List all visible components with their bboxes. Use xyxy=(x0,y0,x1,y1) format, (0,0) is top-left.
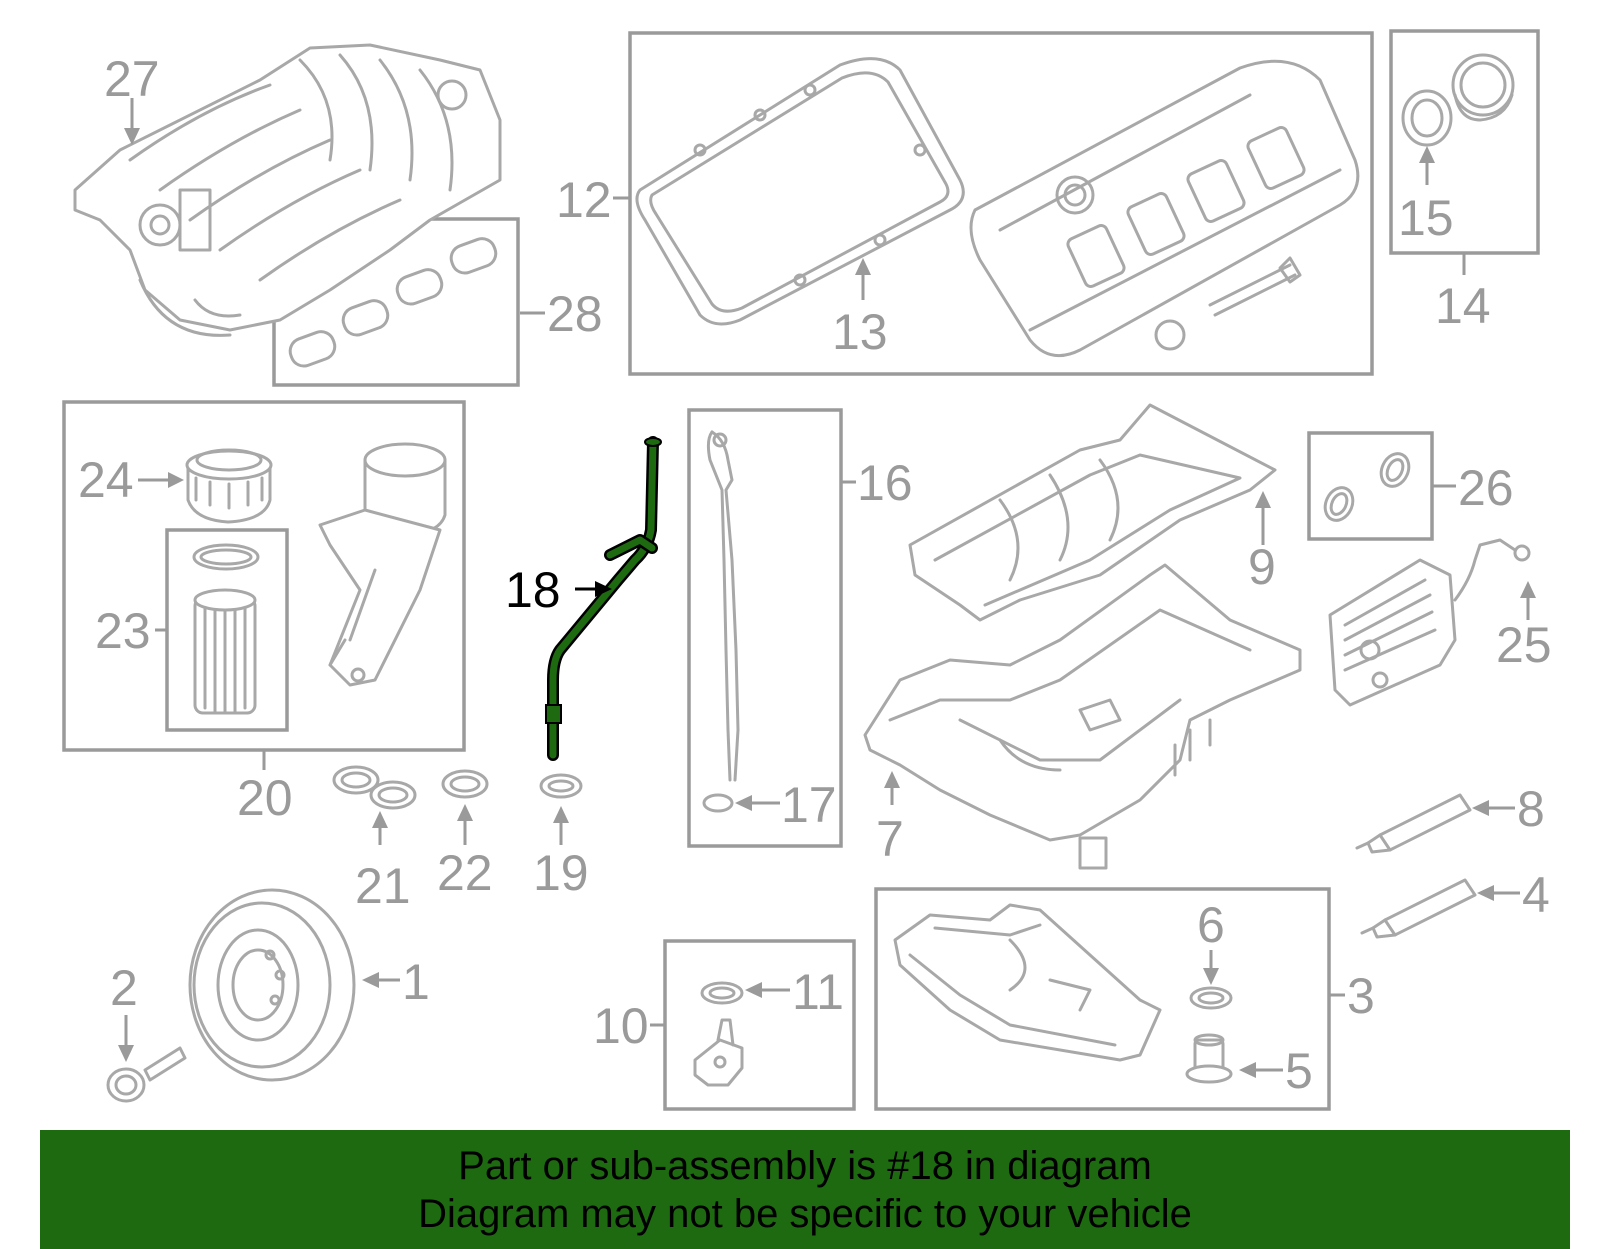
callout-9: 9 xyxy=(1248,539,1276,595)
oil-filter-cap-part xyxy=(185,448,273,524)
callout-1: 1 xyxy=(402,954,430,1010)
group-box-26 xyxy=(1307,431,1434,541)
dipstick-tube-seal-part xyxy=(539,773,583,799)
callout-3: 3 xyxy=(1347,968,1375,1024)
balancer-bolt-part xyxy=(106,1046,187,1103)
callout-12: 12 xyxy=(556,172,612,228)
callout-7: 7 xyxy=(876,811,904,867)
callout-20: 20 xyxy=(237,770,293,826)
intake-manifold-part xyxy=(73,43,502,337)
oil-level-sensor-part xyxy=(693,1018,744,1087)
callout-6: 6 xyxy=(1197,897,1225,953)
banner-line-disclaimer: Diagram may not be specific to your vehi… xyxy=(418,1191,1192,1236)
group-box-16 xyxy=(687,408,843,848)
callout-8: 8 xyxy=(1517,781,1545,837)
valve-cover-part xyxy=(969,59,1360,358)
valve-cover-gasket-part xyxy=(635,57,965,326)
callout-26: 26 xyxy=(1458,460,1514,516)
dipstick-part xyxy=(706,430,740,782)
callout-22: 22 xyxy=(437,845,493,901)
leader-lines xyxy=(118,98,1536,1078)
callout-14: 14 xyxy=(1435,278,1491,334)
dipstick-seal-part xyxy=(702,793,734,813)
intake-gasket-set-part xyxy=(288,237,498,368)
oil-level-sensor-seal-part xyxy=(700,981,744,1005)
exploded-parts-diagram: 27 28 12 13 15 14 24 23 20 21 22 19 18 1… xyxy=(62,29,1552,1111)
callout-24: 24 xyxy=(78,452,134,508)
callout-2: 2 xyxy=(110,960,138,1016)
group-box-23 xyxy=(165,528,289,732)
callout-18-highlighted: 18 xyxy=(505,562,561,618)
callout-13: 13 xyxy=(832,304,888,360)
callout-15: 15 xyxy=(1398,190,1454,246)
harmonic-balancer-part xyxy=(188,888,356,1082)
callout-17: 17 xyxy=(781,777,837,833)
drain-plug-washer-part xyxy=(1189,986,1233,1010)
callout-25: 25 xyxy=(1496,617,1552,673)
sealant-tube-8-part xyxy=(1355,793,1472,854)
callout-27: 27 xyxy=(104,51,160,107)
callout-4: 4 xyxy=(1522,867,1550,923)
lower-oil-pan-part xyxy=(893,903,1162,1062)
callout-16: 16 xyxy=(857,455,913,511)
oil-filter-housing-part xyxy=(318,442,447,687)
dipstick-tube-part-highlighted xyxy=(545,436,662,761)
callout-21: 21 xyxy=(355,858,411,914)
callout-28: 28 xyxy=(547,286,603,342)
oil-filler-cap-part xyxy=(1451,53,1515,122)
oil-filter-element-part xyxy=(192,543,260,715)
seal-pair-part xyxy=(332,765,417,810)
callout-5: 5 xyxy=(1285,1043,1313,1099)
part-info-banner: Part or sub-assembly is #18 in diagram D… xyxy=(40,1130,1570,1249)
group-box-3 xyxy=(874,887,1331,1111)
upper-oil-pan-part xyxy=(863,563,1302,870)
oil-cooler-seals-part xyxy=(1323,452,1411,522)
banner-line-part-number: Part or sub-assembly is #18 in diagram xyxy=(458,1143,1152,1188)
callout-labels: 27 28 12 13 15 14 24 23 20 21 22 19 18 1… xyxy=(78,51,1552,1099)
oil-cap-seal-part xyxy=(1401,89,1453,147)
oil-cooler-part xyxy=(1328,538,1531,707)
drain-plug-part xyxy=(1185,1033,1233,1084)
callout-23: 23 xyxy=(95,603,151,659)
callout-11: 11 xyxy=(792,964,844,1020)
callout-19: 19 xyxy=(533,845,589,901)
seal-22-part xyxy=(441,769,489,799)
group-box-12 xyxy=(628,31,1374,376)
callout-10: 10 xyxy=(593,998,649,1054)
oil-pan-gasket-part xyxy=(908,403,1277,622)
sealant-tube-4-part xyxy=(1360,878,1477,939)
